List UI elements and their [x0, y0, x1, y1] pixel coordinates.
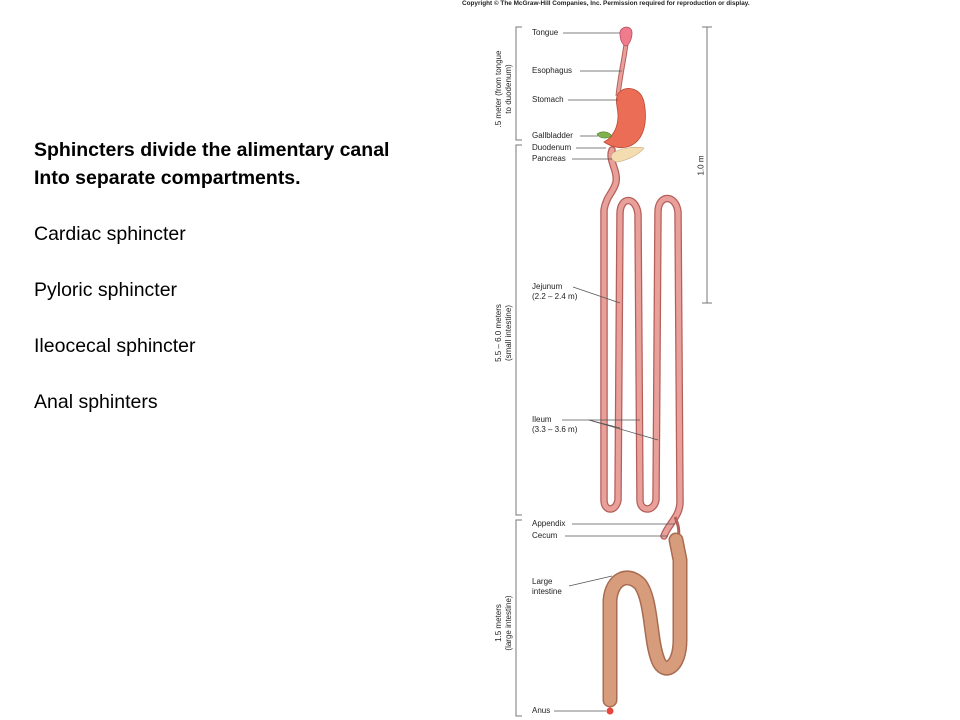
scale-bar	[702, 26, 712, 304]
label-large-intestine-1: Large	[532, 577, 553, 586]
slide-text: Sphincters divide the alimentary canal I…	[34, 136, 484, 416]
label-stomach: Stomach	[532, 95, 564, 104]
bracket-large-intestine	[515, 519, 522, 717]
scale-label: 1.0 m	[696, 155, 706, 176]
item-pyloric-sphincter: Pyloric sphincter	[34, 279, 178, 301]
large-intestine	[602, 532, 688, 715]
slide-heading: Sphincters divide the alimentary canal I…	[34, 136, 484, 192]
pancreas-shape	[611, 146, 645, 163]
label-tongue: Tongue	[532, 28, 559, 37]
label-large-intestine: Large intestine	[532, 577, 562, 596]
large-intestine-tube	[604, 534, 686, 706]
small-intestine-tube	[601, 147, 683, 539]
bracket-label-large-2: (large intestine)	[503, 595, 513, 651]
label-anus: Anus	[532, 706, 551, 715]
label-appendix: Appendix	[532, 519, 566, 528]
length-brackets	[515, 26, 712, 717]
item-cardiac-sphincter: Cardiac sphincter	[34, 223, 186, 245]
item-anal-sphincters: Anal sphinters	[34, 391, 158, 413]
bracket-label-small: 5.5 – 6.0 meters (small intestine)	[494, 278, 516, 388]
label-duodenum: Duodenum	[532, 143, 572, 152]
anus-shape	[606, 707, 614, 715]
bracket-label-small-1: 5.5 – 6.0 meters	[494, 304, 503, 362]
gallbladder-shape	[596, 131, 613, 139]
heading-line-2: Into separate compartments.	[34, 167, 301, 189]
label-ileum-length: (3.3 – 3.6 m)	[532, 424, 578, 434]
copyright-notice: Copyright © The McGraw-Hill Companies, I…	[462, 0, 750, 7]
leader-lines	[554, 32, 675, 712]
bracket-upper	[515, 26, 522, 141]
label-esophagus: Esophagus	[532, 66, 573, 75]
stomach-shape	[603, 88, 646, 149]
tongue-shape	[619, 26, 633, 47]
label-cecum: Cecum	[532, 531, 558, 540]
label-jejunum: Jejunum (2.2 – 2.4 m)	[532, 282, 577, 301]
small-intestine	[600, 146, 684, 540]
bracket-label-upper: .5 meter (from tongue to duodenum)	[494, 34, 516, 144]
label-gallbladder: Gallbladder	[532, 131, 573, 140]
bracket-label-large-1: 1.5 meters	[494, 604, 503, 642]
label-jejunum-name: Jejunum	[532, 282, 563, 291]
label-large-intestine-2: intestine	[532, 586, 562, 596]
bracket-label-upper-1: .5 meter (from tongue	[494, 50, 503, 128]
heading-line-1: Sphincters divide the alimentary canal	[34, 139, 390, 161]
bracket-small-intestine	[515, 144, 522, 516]
label-ileum: Ileum (3.3 – 3.6 m)	[532, 415, 577, 434]
bracket-label-large: 1.5 meters (large intestine)	[494, 568, 516, 678]
label-ileum-name: Ileum	[532, 415, 552, 424]
item-ileocecal-sphincter: Ileocecal sphincter	[34, 335, 196, 357]
label-jejunum-length: (2.2 – 2.4 m)	[532, 291, 578, 301]
label-pancreas: Pancreas	[532, 154, 566, 163]
bracket-label-upper-2: to duodenum)	[503, 64, 513, 114]
bracket-label-small-2: (small intestine)	[503, 305, 513, 362]
